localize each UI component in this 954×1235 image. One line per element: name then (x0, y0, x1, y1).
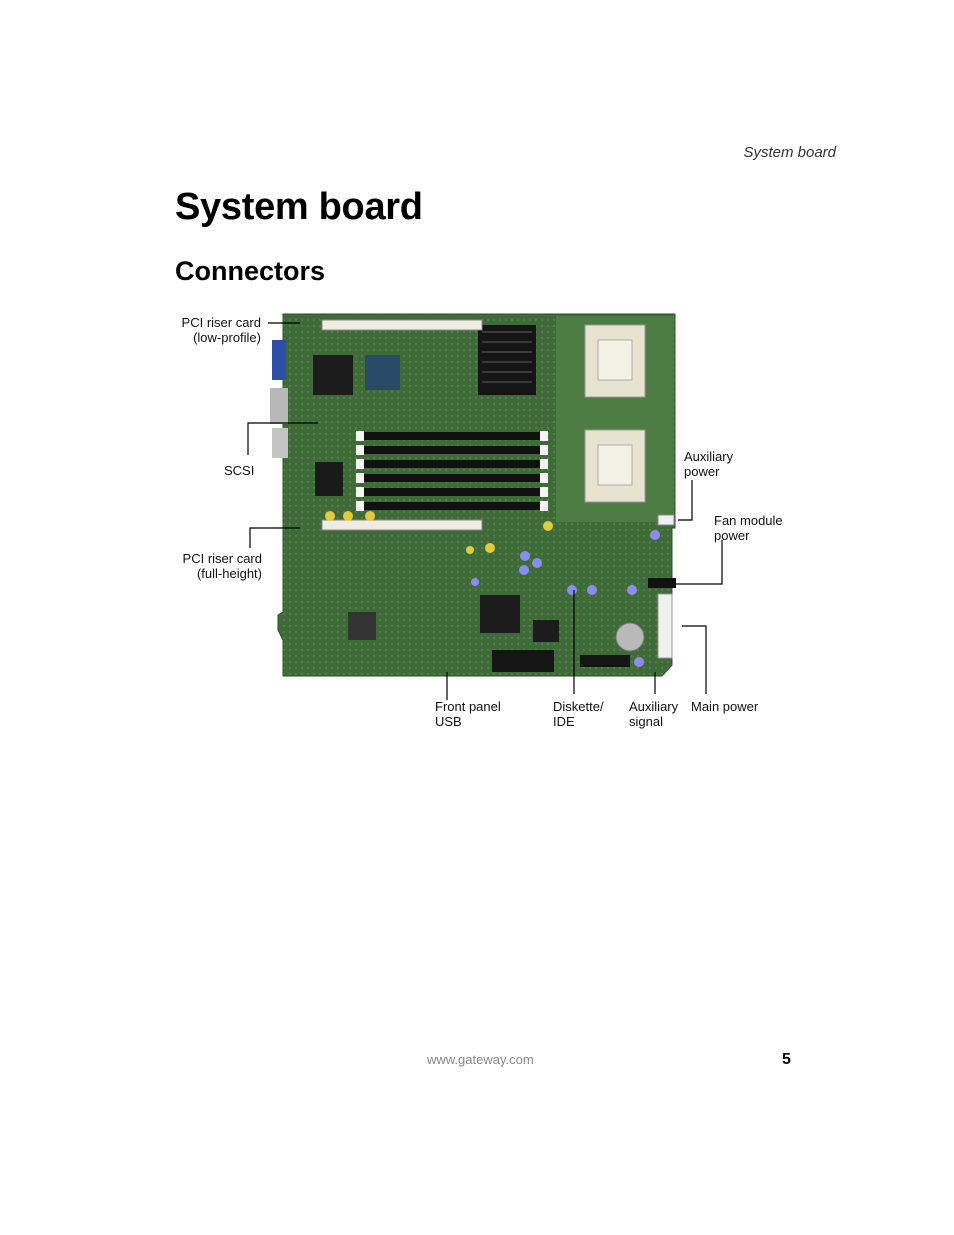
callout-line: Front panel (435, 699, 501, 714)
page-title: System board (175, 186, 423, 228)
callout-line: PCI riser card (181, 315, 261, 330)
callout-fan-module-power: Fan module power (714, 513, 783, 543)
callout-auxiliary-power: Auxiliary power (684, 449, 733, 479)
callout-auxiliary-signal: Auxiliary signal (629, 699, 678, 729)
callout-front-panel-usb: Front panel USB (435, 699, 501, 729)
callout-scsi: SCSI (224, 463, 254, 478)
callout-line: IDE (553, 714, 575, 729)
callout-line: power (684, 464, 720, 479)
callout-diskette-ide: Diskette/ IDE (553, 699, 604, 729)
section-title: Connectors (175, 256, 326, 286)
running-head: System board (743, 144, 836, 161)
page-number: 5 (782, 1051, 791, 1068)
callout-line: (full-height) (196, 566, 262, 581)
callout-line: USB (435, 714, 462, 729)
callout-line: PCI riser card (182, 551, 262, 566)
callout-pci-riser-low-profile: PCI riser card (low-profile) (160, 315, 261, 345)
callout-line: power (714, 528, 750, 543)
callout-line: Auxiliary (684, 449, 734, 464)
callout-pci-riser-full-height: PCI riser card (full-height) (160, 551, 262, 581)
callout-line: Diskette/ (553, 699, 604, 714)
callout-line: (low-profile) (193, 330, 261, 345)
callout-line: signal (629, 714, 663, 729)
callout-line: SCSI (224, 463, 255, 478)
callout-main-power: Main power (691, 699, 758, 714)
callout-line: Auxiliary (629, 699, 679, 714)
footer-url: www.gateway.com (427, 1052, 534, 1067)
callout-line: Fan module (714, 513, 783, 528)
callout-line: Main power (691, 699, 759, 714)
